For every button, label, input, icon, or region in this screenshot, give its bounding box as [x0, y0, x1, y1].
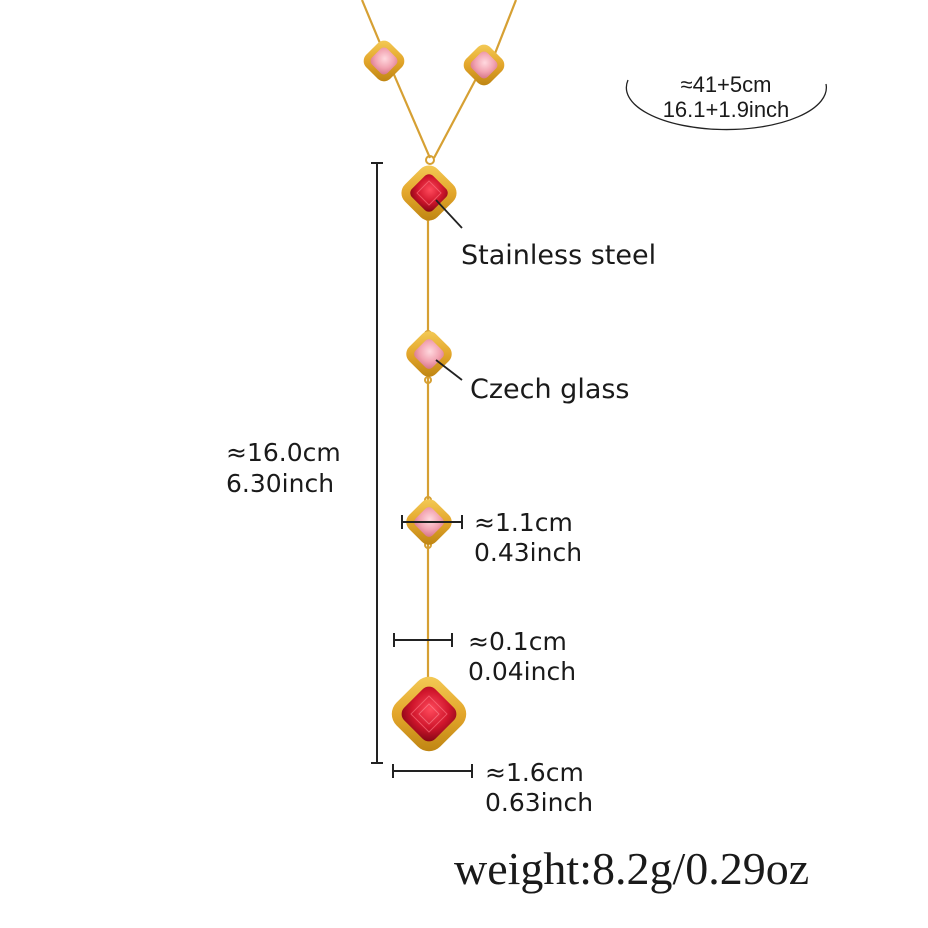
chain-width-cm: ≈0.1cm: [468, 627, 567, 656]
large-stone-width-marker: [392, 764, 473, 778]
chain-width-inch: 0.04inch: [468, 657, 577, 686]
pendant-length-label: ≈16.0cm 6.30inch: [226, 437, 341, 499]
chain-link: [424, 376, 432, 384]
necklace-length-badge: ≈41+5cm 16.1+1.9inch: [626, 72, 826, 122]
pendant-length-inch: 6.30inch: [226, 469, 335, 498]
large-stone-size-label: ≈1.6cm 0.63inch: [485, 758, 593, 818]
material-glass-label: Czech glass: [470, 374, 630, 405]
ruby-stone-large: [391, 676, 467, 752]
pink-stone-right: [463, 44, 505, 86]
pendant-length-bracket: [371, 162, 383, 764]
glass-callout-line: [435, 359, 463, 381]
necklace-length-cm: ≈41+5cm: [680, 72, 772, 97]
steel-callout-line: [435, 199, 463, 229]
chain-width-label: ≈0.1cm 0.04inch: [468, 627, 576, 687]
pendant-length-cm: ≈16.0cm: [226, 438, 341, 467]
chain-width-marker: [393, 633, 453, 647]
large-stone-size-inch: 0.63inch: [485, 788, 594, 817]
small-stone-size-label: ≈1.1cm 0.43inch: [474, 508, 582, 568]
large-stone-size-cm: ≈1.6cm: [485, 758, 584, 787]
chain-link: [425, 155, 435, 165]
small-stone-size-cm: ≈1.1cm: [474, 508, 573, 537]
material-steel-label: Stainless steel: [461, 240, 657, 271]
pink-stone-left: [363, 40, 405, 82]
length-badge-ellipse: [625, 79, 828, 131]
small-stone-size-inch: 0.43inch: [474, 538, 583, 567]
necklace-length-inch: 16.1+1.9inch: [662, 97, 790, 122]
necklace-chain: [360, 0, 518, 685]
weight-label: weight:8.2g/0.29oz: [454, 843, 810, 894]
small-stone-width-marker: [401, 515, 463, 529]
pink-stone-middle: [406, 331, 452, 377]
